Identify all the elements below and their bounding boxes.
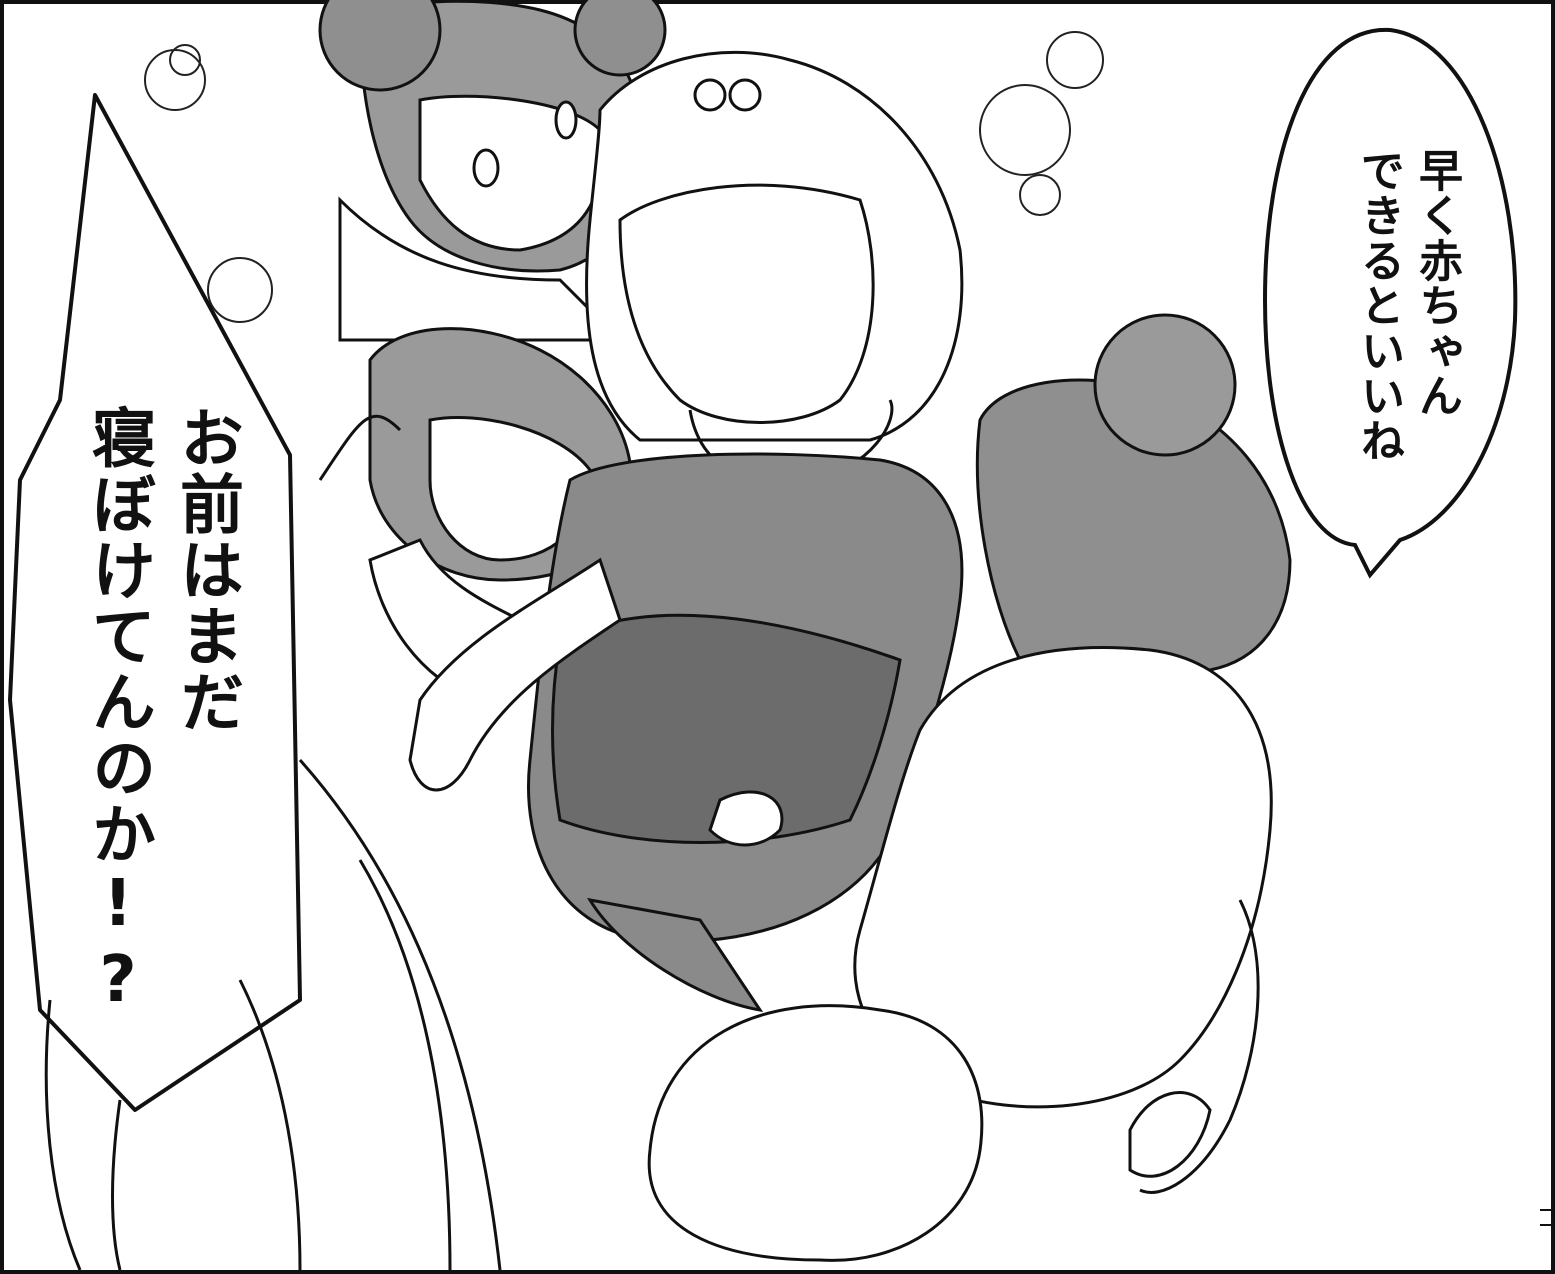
girl-right-back-view	[647, 313, 1292, 1262]
speech-text-right: 早く赤ちゃん できるといいね	[1353, 148, 1462, 463]
right-speech-bubble	[1262, 27, 1518, 579]
foreground-hair-strands	[44, 759, 502, 1271]
child-arm	[408, 557, 784, 847]
left-speech-bubble	[8, 93, 302, 1112]
girl-top-left	[318, 0, 667, 342]
speech-text-left: お前はまだ 寝ぼけてんのか!?	[81, 405, 243, 1019]
border-marks	[1540, 1209, 1555, 1226]
